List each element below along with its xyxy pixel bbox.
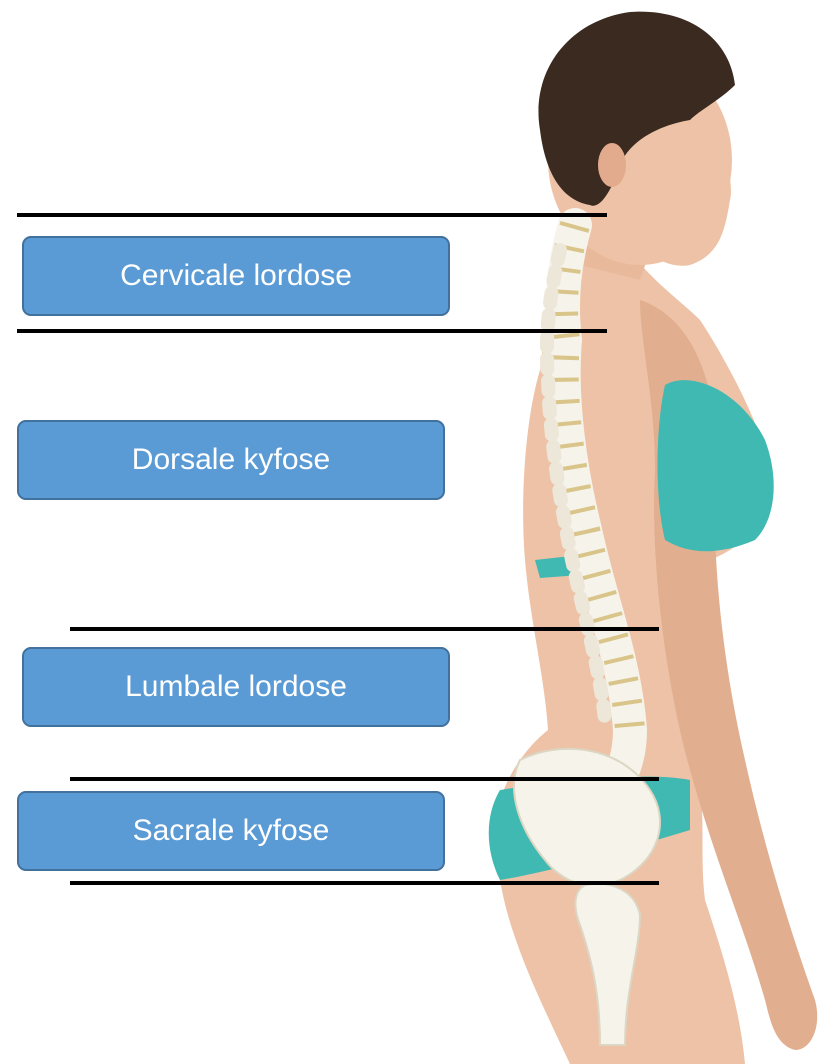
body-silhouette [494, 12, 818, 1064]
label-text: Dorsale kyfose [132, 443, 330, 477]
label-lumbar-lordosis: Lumbale lordose [22, 647, 450, 727]
ear [598, 143, 626, 187]
label-cervical-lordosis: Cervicale lordose [22, 236, 450, 316]
label-text: Sacrale kyfose [133, 814, 330, 848]
label-text: Cervicale lordose [120, 259, 352, 293]
label-text: Lumbale lordose [125, 670, 347, 704]
bikini-top [658, 380, 774, 551]
label-dorsal-kyphosis: Dorsale kyfose [17, 420, 445, 500]
label-sacral-kyphosis: Sacrale kyfose [17, 791, 445, 871]
